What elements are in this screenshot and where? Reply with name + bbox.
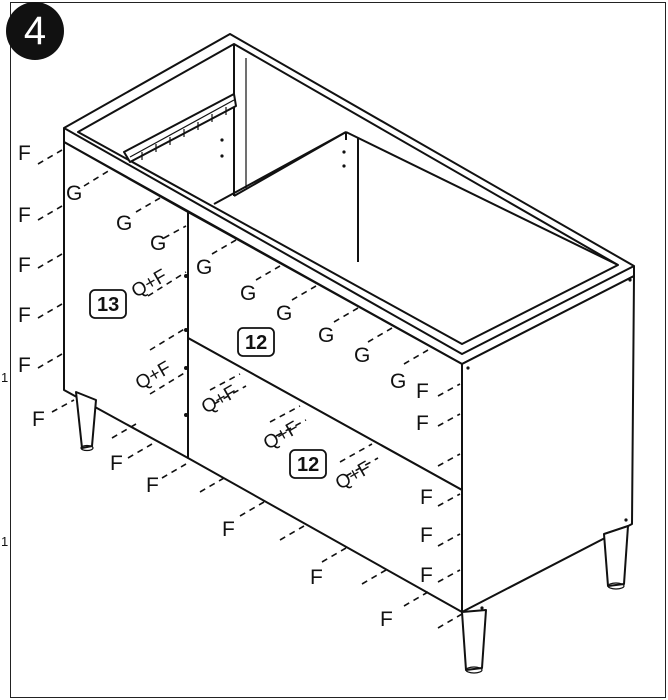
g-label: G [150, 232, 166, 255]
f-label: F [32, 408, 45, 431]
fastener-leader-lines [37, 149, 463, 629]
f-label: F [416, 380, 429, 403]
step-number: 4 [23, 8, 47, 53]
g-label: G [66, 182, 82, 205]
g-label: G [116, 212, 132, 235]
cabinet-legs [75, 391, 629, 674]
f-label: F [110, 452, 123, 475]
g-label: G [354, 344, 370, 367]
f-label: F [420, 564, 433, 587]
f-label: F [416, 412, 429, 435]
edge-mark: 1 [1, 534, 8, 549]
g-labels: G G G G G G G G G [66, 182, 406, 393]
f-label: F [18, 254, 31, 277]
f-label: F [380, 608, 393, 631]
f-labels: F F F F F F F F F F F F F F F F [18, 142, 433, 631]
part-number-door: 13 [89, 289, 127, 319]
svg-text:13: 13 [97, 294, 119, 316]
drawer-rail [123, 93, 237, 163]
f-label: F [146, 474, 159, 497]
f-label: F [222, 518, 235, 541]
diagram-frame [10, 2, 666, 698]
g-label: G [318, 324, 334, 347]
f-label: F [18, 354, 31, 377]
g-label: G [390, 370, 406, 393]
svg-text:12: 12 [245, 332, 267, 354]
f-label: F [420, 524, 433, 547]
f-label: F [18, 204, 31, 227]
f-label: F [18, 142, 31, 165]
g-label: G [240, 282, 256, 305]
edge-mark: 1 [1, 370, 8, 385]
f-label: F [18, 304, 31, 327]
part-number-drawer-top: 12 [237, 327, 275, 357]
part-number-drawer-bottom: 12 [289, 449, 327, 479]
g-label: G [276, 302, 292, 325]
f-label: F [420, 486, 433, 509]
svg-text:12: 12 [297, 454, 319, 476]
g-label: G [196, 256, 212, 279]
f-label: F [310, 566, 323, 589]
step-number-badge: 4 [6, 2, 64, 60]
screw-holes [184, 138, 632, 610]
